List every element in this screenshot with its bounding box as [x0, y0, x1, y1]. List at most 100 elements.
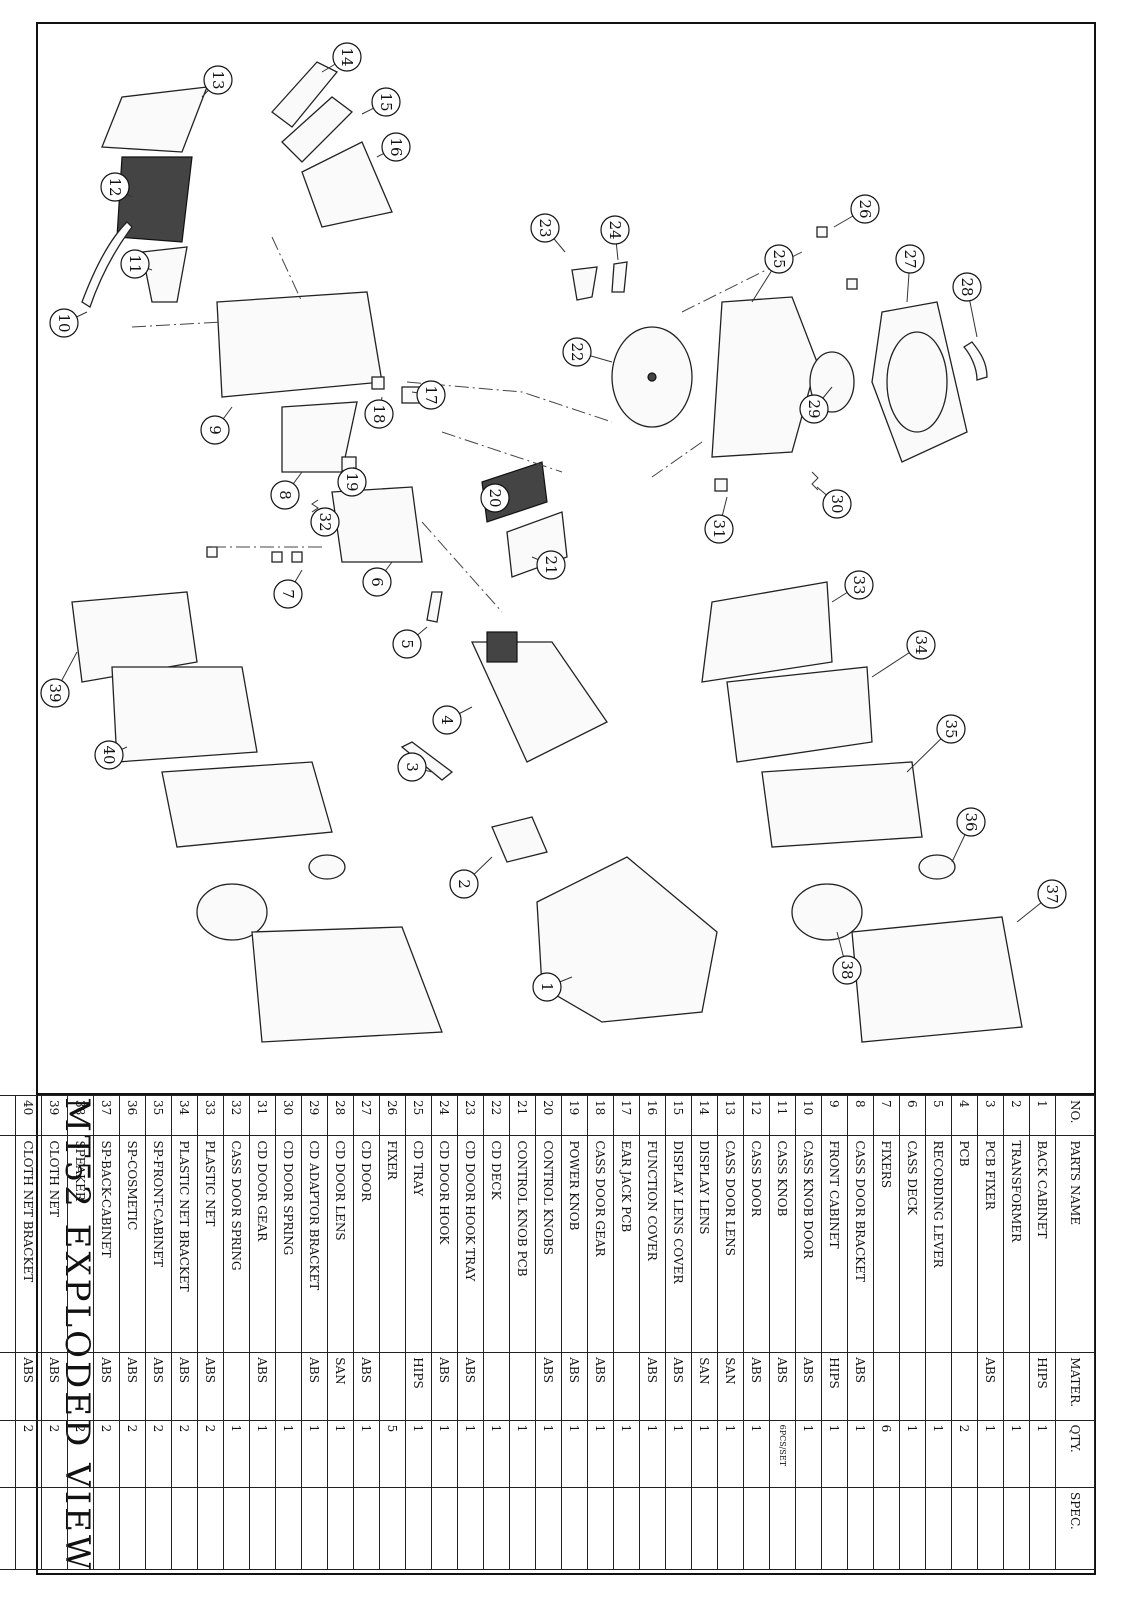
callout-number: 14	[338, 47, 356, 66]
part-qty: 1	[431, 1420, 458, 1488]
part-spec	[93, 1487, 120, 1570]
part-qty: 1	[795, 1420, 822, 1488]
part-material: ABS	[795, 1352, 822, 1421]
callout-circle	[49, 308, 79, 338]
part-name: CASS DECK	[899, 1135, 926, 1353]
part-name: CD DOOR HOOK TRAY	[457, 1135, 484, 1353]
part-number: 11	[769, 1095, 796, 1136]
part-name: BACK CABINET	[1029, 1135, 1056, 1353]
callout-number: 19	[343, 472, 361, 491]
part-qty: 2	[93, 1420, 120, 1488]
part-35-left-sp-front-cabinet	[161, 761, 333, 848]
part-number: 18	[587, 1095, 614, 1136]
part-number: 20	[535, 1095, 562, 1136]
callout-number: 25	[770, 249, 788, 268]
part-spec	[1003, 1487, 1030, 1570]
part-number: 17	[613, 1095, 640, 1136]
assembly-line	[131, 321, 223, 328]
callout-circle	[270, 480, 300, 510]
part-material	[1003, 1352, 1030, 1421]
part-qty: 2	[41, 1420, 68, 1488]
part-spec	[821, 1487, 848, 1570]
part-qty: 1	[847, 1420, 874, 1488]
part-material	[223, 1352, 250, 1421]
part-28-cd-door-lens	[963, 341, 988, 381]
part-qty: 2	[67, 1420, 94, 1488]
part-name: CD ADAPTOR BRACKET	[301, 1135, 328, 1353]
part-spec	[431, 1487, 458, 1570]
part-qty: 6PCS/SET	[769, 1420, 796, 1488]
callout-number: 3	[403, 762, 421, 772]
part-31-cd-door-gear	[714, 478, 728, 492]
callout-circle	[822, 489, 852, 519]
part-name: CASS DOOR	[743, 1135, 770, 1353]
part-material: HIPS	[405, 1352, 432, 1421]
part-number: 10	[795, 1095, 822, 1136]
part-qty: 2	[15, 1420, 42, 1488]
callout-number: 11	[126, 254, 144, 273]
callout-number: 22	[568, 342, 586, 361]
part-16-function-cover	[301, 141, 393, 228]
part-10-cass-knob-door	[81, 221, 133, 308]
part-number: 21	[509, 1095, 536, 1136]
part-material: SAN	[691, 1352, 718, 1421]
part-spec	[795, 1487, 822, 1570]
part-material: ABS	[197, 1352, 224, 1421]
part-number: 15	[665, 1095, 692, 1136]
part-qty: 1	[743, 1420, 770, 1488]
part-30-cd-door-spring	[811, 471, 819, 491]
part-number: 2	[1003, 1095, 1030, 1136]
callout-number: 39	[46, 683, 64, 702]
header-qty: QTY.	[1055, 1420, 1095, 1488]
part-number: 33	[197, 1095, 224, 1136]
callout-circle	[362, 567, 392, 597]
part-material: ABS	[93, 1352, 120, 1421]
part-spec	[197, 1487, 224, 1570]
callout-number: 31	[710, 519, 728, 538]
callout-circle	[832, 955, 862, 985]
part-spec	[899, 1487, 926, 1570]
callout-circle	[364, 399, 394, 429]
part-spec	[561, 1487, 588, 1570]
part-name: SP-FRONT-CABINET	[145, 1135, 172, 1353]
part-number: 13	[717, 1095, 744, 1136]
part-material	[899, 1352, 926, 1421]
callout-circle	[530, 213, 560, 243]
empty-cell	[0, 1095, 16, 1136]
part-material: ABS	[977, 1352, 1004, 1421]
callout-circle	[397, 752, 427, 782]
part-40-cloth-net-bracket	[111, 666, 258, 763]
callout-circle	[200, 415, 230, 445]
callout-circle	[532, 972, 562, 1002]
part-qty: 1	[249, 1420, 276, 1488]
part-material: SAN	[717, 1352, 744, 1421]
part-spec	[119, 1487, 146, 1570]
part-material	[925, 1352, 952, 1421]
part-number: 31	[249, 1095, 276, 1136]
part-qty: 2	[171, 1420, 198, 1488]
part-39-cloth-net	[71, 591, 198, 683]
part-material: ABS	[587, 1352, 614, 1421]
part-number: 6	[899, 1095, 926, 1136]
part-3-pcb-fixer	[400, 741, 454, 781]
part-material	[873, 1352, 900, 1421]
part-spec	[639, 1487, 666, 1570]
part-4-transformer-block	[486, 631, 518, 663]
part-name: CASS DOOR GEAR	[587, 1135, 614, 1353]
part-number: 28	[327, 1095, 354, 1136]
callout-number: 7	[279, 589, 297, 599]
part-material: ABS	[145, 1352, 172, 1421]
left-speaker-cone	[196, 883, 268, 941]
callout-number: 24	[606, 220, 624, 239]
